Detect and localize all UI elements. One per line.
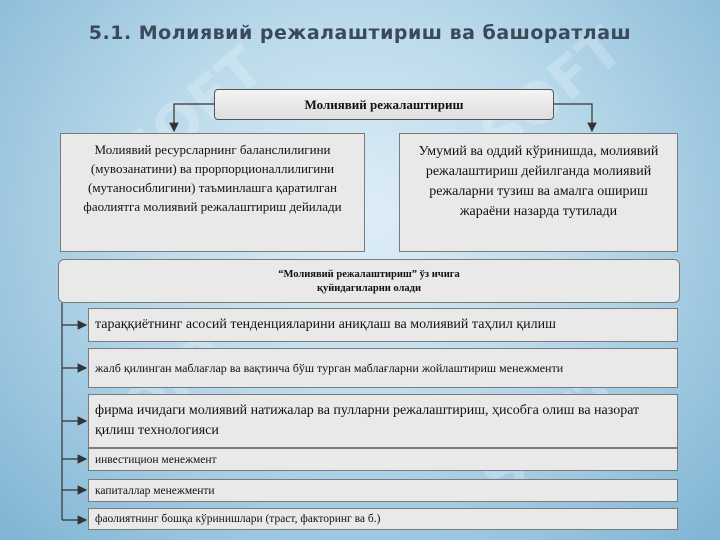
list-item-text: жалб қилинган маблағлар ва вақтинча бўш … [95, 360, 564, 375]
list-item-text: фаолиятнинг бошқа кўринишлари (траст, фа… [95, 513, 381, 525]
list-item: жалб қилинган маблағлар ва вақтинча бўш … [88, 348, 678, 388]
connector-to-left-box [169, 103, 214, 133]
slide-title: 5.1. Молиявий режалаштириш ва башоратлаш [88, 22, 632, 44]
includes-header-line2: қуйидагиларни олади [316, 283, 422, 294]
list-item: капиталлар менежменти [88, 479, 678, 502]
list-item: фаолиятнинг бошқа кўринишлари (траст, фа… [88, 508, 678, 530]
financial-planning-box: Молиявий режалаштириш [214, 89, 554, 120]
list-item: инвестицион менежмент [88, 448, 678, 471]
list-item-text: инвестицион менежмент [95, 453, 217, 466]
list-item: тараққиётнинг асосий тенденцияларини ани… [88, 308, 678, 342]
list-item-text: тараққиётнинг асосий тенденцияларини ани… [95, 317, 556, 332]
connector-to-right-box [554, 103, 597, 133]
includes-header-box: “Молиявий режалаштириш” ўз ичига қуйидаг… [58, 259, 680, 303]
list-item: фирма ичидаги молиявий натижалар ва пулл… [88, 394, 678, 448]
definition-left-box: Молиявий ресурсларнинг баланслилигини (м… [60, 133, 365, 252]
definition-right-box: Умумий ва оддий кўринишда, молиявий режа… [399, 133, 678, 252]
list-item-text: фирма ичидаги молиявий натижалар ва пулл… [95, 403, 640, 438]
includes-header-line1: “Молиявий режалаштириш” ўз ичига [278, 269, 460, 280]
list-item-text: капиталлар менежменти [95, 484, 215, 497]
